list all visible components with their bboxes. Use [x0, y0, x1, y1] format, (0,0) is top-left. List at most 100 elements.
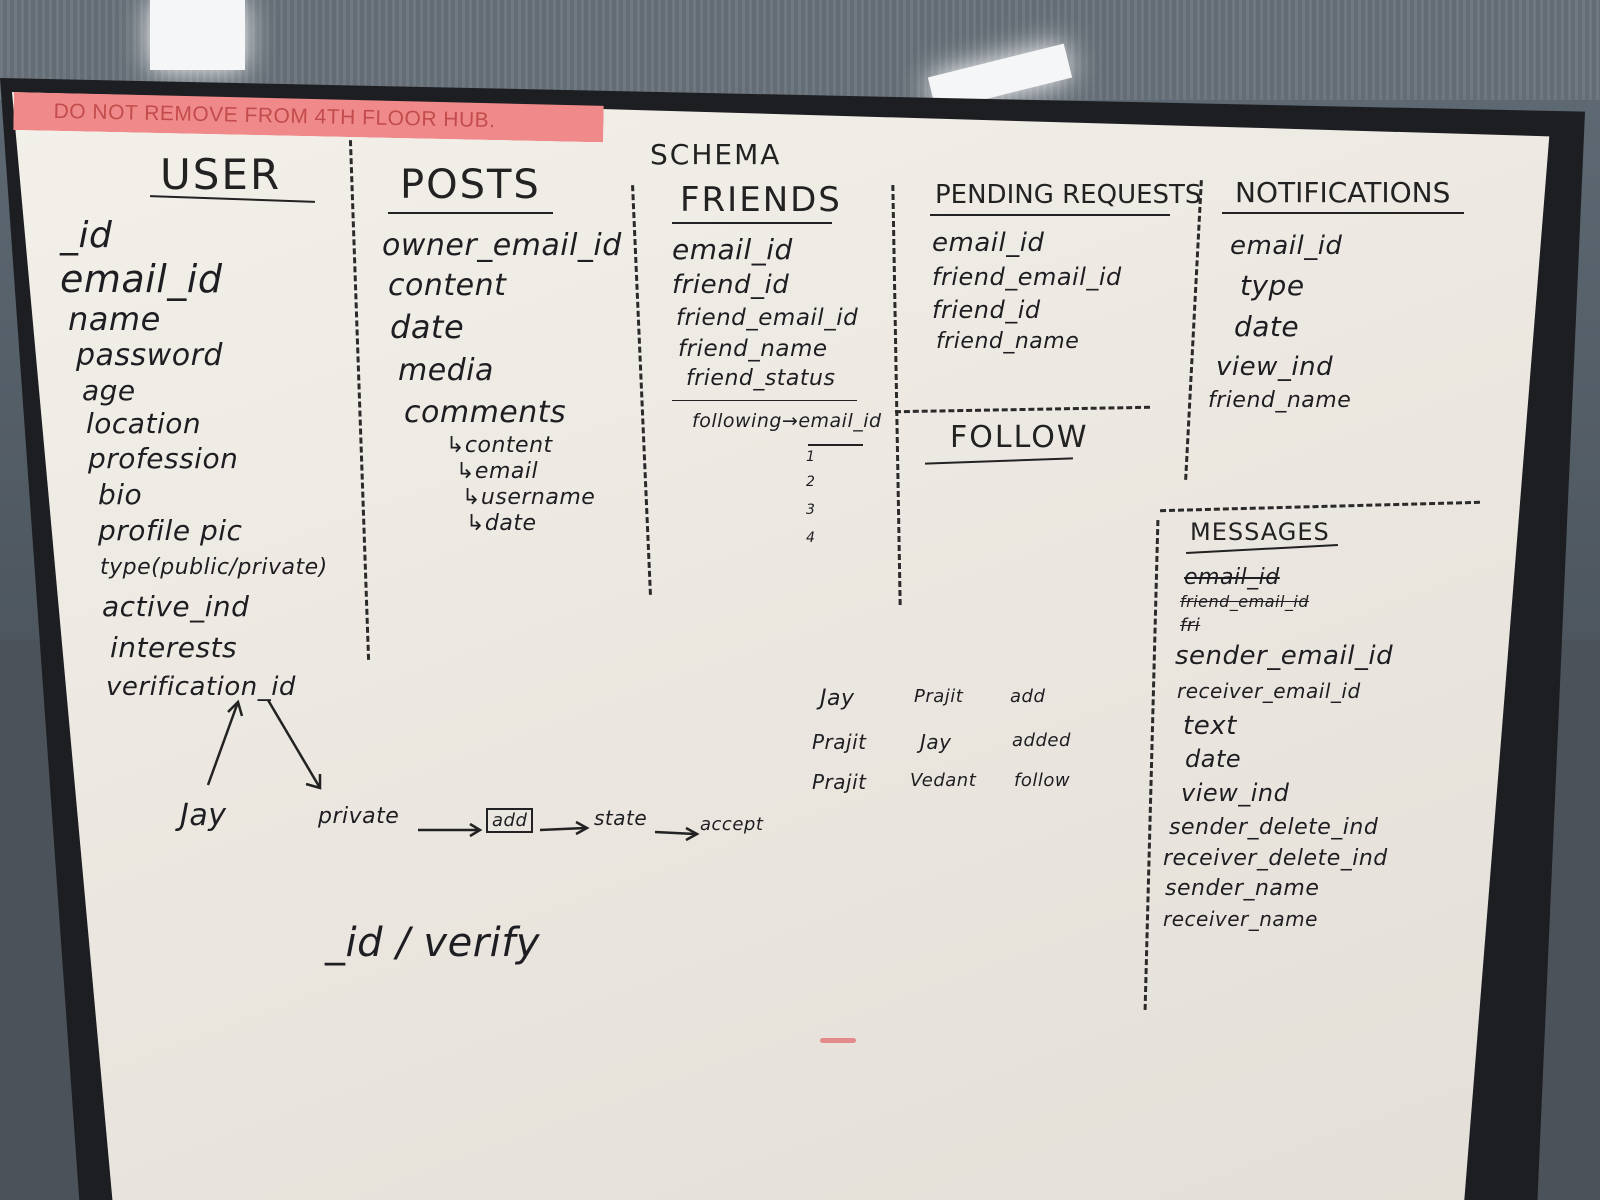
- status-value: 3: [806, 502, 816, 518]
- arrow-down: [266, 699, 322, 789]
- friends-field: friend_email_id: [676, 305, 859, 331]
- follow-table-title: FOLLOW: [950, 420, 1089, 455]
- friends-status-enum: 1 2 3 4: [806, 446, 815, 552]
- arrow-state-accept-head: [685, 826, 700, 842]
- user-field: name: [68, 300, 161, 338]
- pending-title-underline: [930, 214, 1170, 216]
- posts-comment-field: ↳content: [446, 433, 553, 458]
- messages-field: sender_delete_ind: [1169, 815, 1379, 840]
- ceiling-light-left: [150, 0, 245, 70]
- status-value: 1: [806, 449, 816, 465]
- user-field: verification_id: [106, 672, 296, 702]
- messages-struck-field: friend_email_id: [1180, 592, 1310, 611]
- posts-title-underline: [388, 212, 553, 214]
- notifications-field: view_ind: [1216, 352, 1334, 382]
- ceiling: [0, 0, 1600, 100]
- notifications-field: type: [1240, 269, 1305, 302]
- example-cell: Jay: [920, 730, 952, 754]
- pending-fields: email_id friend_email_id friend_id frien…: [932, 226, 1122, 358]
- arrow-add-state-head: [575, 820, 590, 836]
- pending-field: friend_id: [932, 296, 1041, 324]
- posts-field: date: [390, 308, 465, 346]
- arrow-down-head: [305, 774, 322, 790]
- messages-struck-field: email_id: [1184, 565, 1280, 590]
- pending-field: email_id: [932, 228, 1045, 258]
- schema-title: SCHEMA: [650, 138, 782, 171]
- posts-comment-field: ↳username: [462, 485, 596, 510]
- friends-fields: email_id friend_id friend_email_id frien…: [672, 232, 858, 394]
- notifications-field: date: [1234, 310, 1300, 343]
- user-field: password: [76, 338, 223, 373]
- status-value: 2: [806, 474, 816, 490]
- user-field: profile pic: [98, 514, 243, 547]
- friends-field: friend_name: [678, 336, 828, 362]
- user-field: email_id: [60, 257, 223, 301]
- friends-title-underline: [672, 222, 832, 224]
- notifications-field: friend_name: [1208, 388, 1352, 413]
- posts-field: comments: [404, 395, 567, 430]
- example-cell: Jay: [820, 686, 855, 711]
- arrow-state-accept: [654, 830, 696, 836]
- user-field: age: [82, 374, 136, 407]
- posts-comment-field: ↳date: [466, 511, 537, 536]
- messages-field: text: [1183, 711, 1237, 741]
- notifications-title-underline: [1222, 212, 1464, 214]
- user-table-title: USER: [160, 150, 282, 199]
- friends-field: friend_status: [686, 366, 836, 391]
- status-value: 4: [806, 530, 816, 546]
- messages-table-title: MESSAGES: [1190, 518, 1330, 546]
- messages-field: date: [1185, 745, 1242, 773]
- posts-field: owner_email_id: [382, 228, 622, 263]
- bottom-note: _id / verify: [325, 920, 541, 966]
- notifications-field: email_id: [1230, 231, 1343, 261]
- pending-field: friend_name: [936, 329, 1080, 354]
- arrow-up: [206, 701, 240, 786]
- flow-start: Jay: [180, 798, 227, 833]
- posts-fields: owner_email_id content date media commen…: [382, 225, 622, 537]
- messages-field: receiver_name: [1163, 907, 1318, 931]
- friends-table-title: FRIENDS: [680, 180, 842, 220]
- friends-field: friend_id: [672, 270, 790, 300]
- messages-field: sender_name: [1165, 876, 1320, 901]
- notifications-fields: email_id type date view_ind friend_name: [1208, 226, 1373, 416]
- arrow-up-head: [227, 699, 244, 717]
- messages-field: sender_email_id: [1175, 641, 1394, 671]
- friends-field: email_id: [672, 233, 793, 266]
- user-field: _id: [60, 215, 113, 256]
- example-cell: follow: [1014, 770, 1071, 791]
- red-marker-smudge: [820, 1038, 856, 1043]
- posts-comment-field: ↳email: [456, 459, 539, 484]
- example-cell: Vedant: [910, 770, 977, 791]
- messages-field: receiver_delete_ind: [1163, 846, 1388, 871]
- friends-following: following→email_id: [692, 410, 882, 432]
- flow-step: private: [318, 804, 400, 829]
- pending-field: friend_email_id: [932, 263, 1122, 291]
- arrow-add-state: [539, 826, 586, 832]
- friends-section-line: [672, 400, 857, 401]
- posts-table-title: POSTS: [400, 162, 541, 208]
- example-cell: add: [1010, 686, 1046, 707]
- example-cell: Prajit: [812, 770, 867, 794]
- posts-field: content: [388, 268, 507, 303]
- whiteboard: [12, 92, 1550, 1200]
- arrow-private-add-head: [469, 822, 483, 838]
- flow-step: state: [594, 806, 648, 830]
- user-field: bio: [98, 478, 143, 511]
- messages-struck-fields: email_id friend_email_id fri: [1180, 566, 1309, 638]
- flow-step: accept: [700, 814, 764, 835]
- user-field: profession: [88, 442, 239, 475]
- user-fields: _id email_id name password age location …: [60, 215, 327, 705]
- example-cell: Prajit: [914, 686, 964, 707]
- messages-struck-field: fri: [1180, 615, 1201, 636]
- example-cell: Prajit: [812, 730, 867, 754]
- flow-step: add: [486, 808, 534, 833]
- user-field: type(public/private): [100, 555, 328, 580]
- pending-requests-table-title: PENDING REQUESTS: [935, 180, 1202, 210]
- user-field: location: [86, 407, 202, 440]
- user-field: interests: [110, 631, 238, 664]
- messages-field: view_ind: [1181, 779, 1290, 807]
- user-field: active_ind: [102, 590, 250, 623]
- example-cell: added: [1012, 730, 1071, 751]
- notifications-table-title: NOTIFICATIONS: [1235, 176, 1451, 209]
